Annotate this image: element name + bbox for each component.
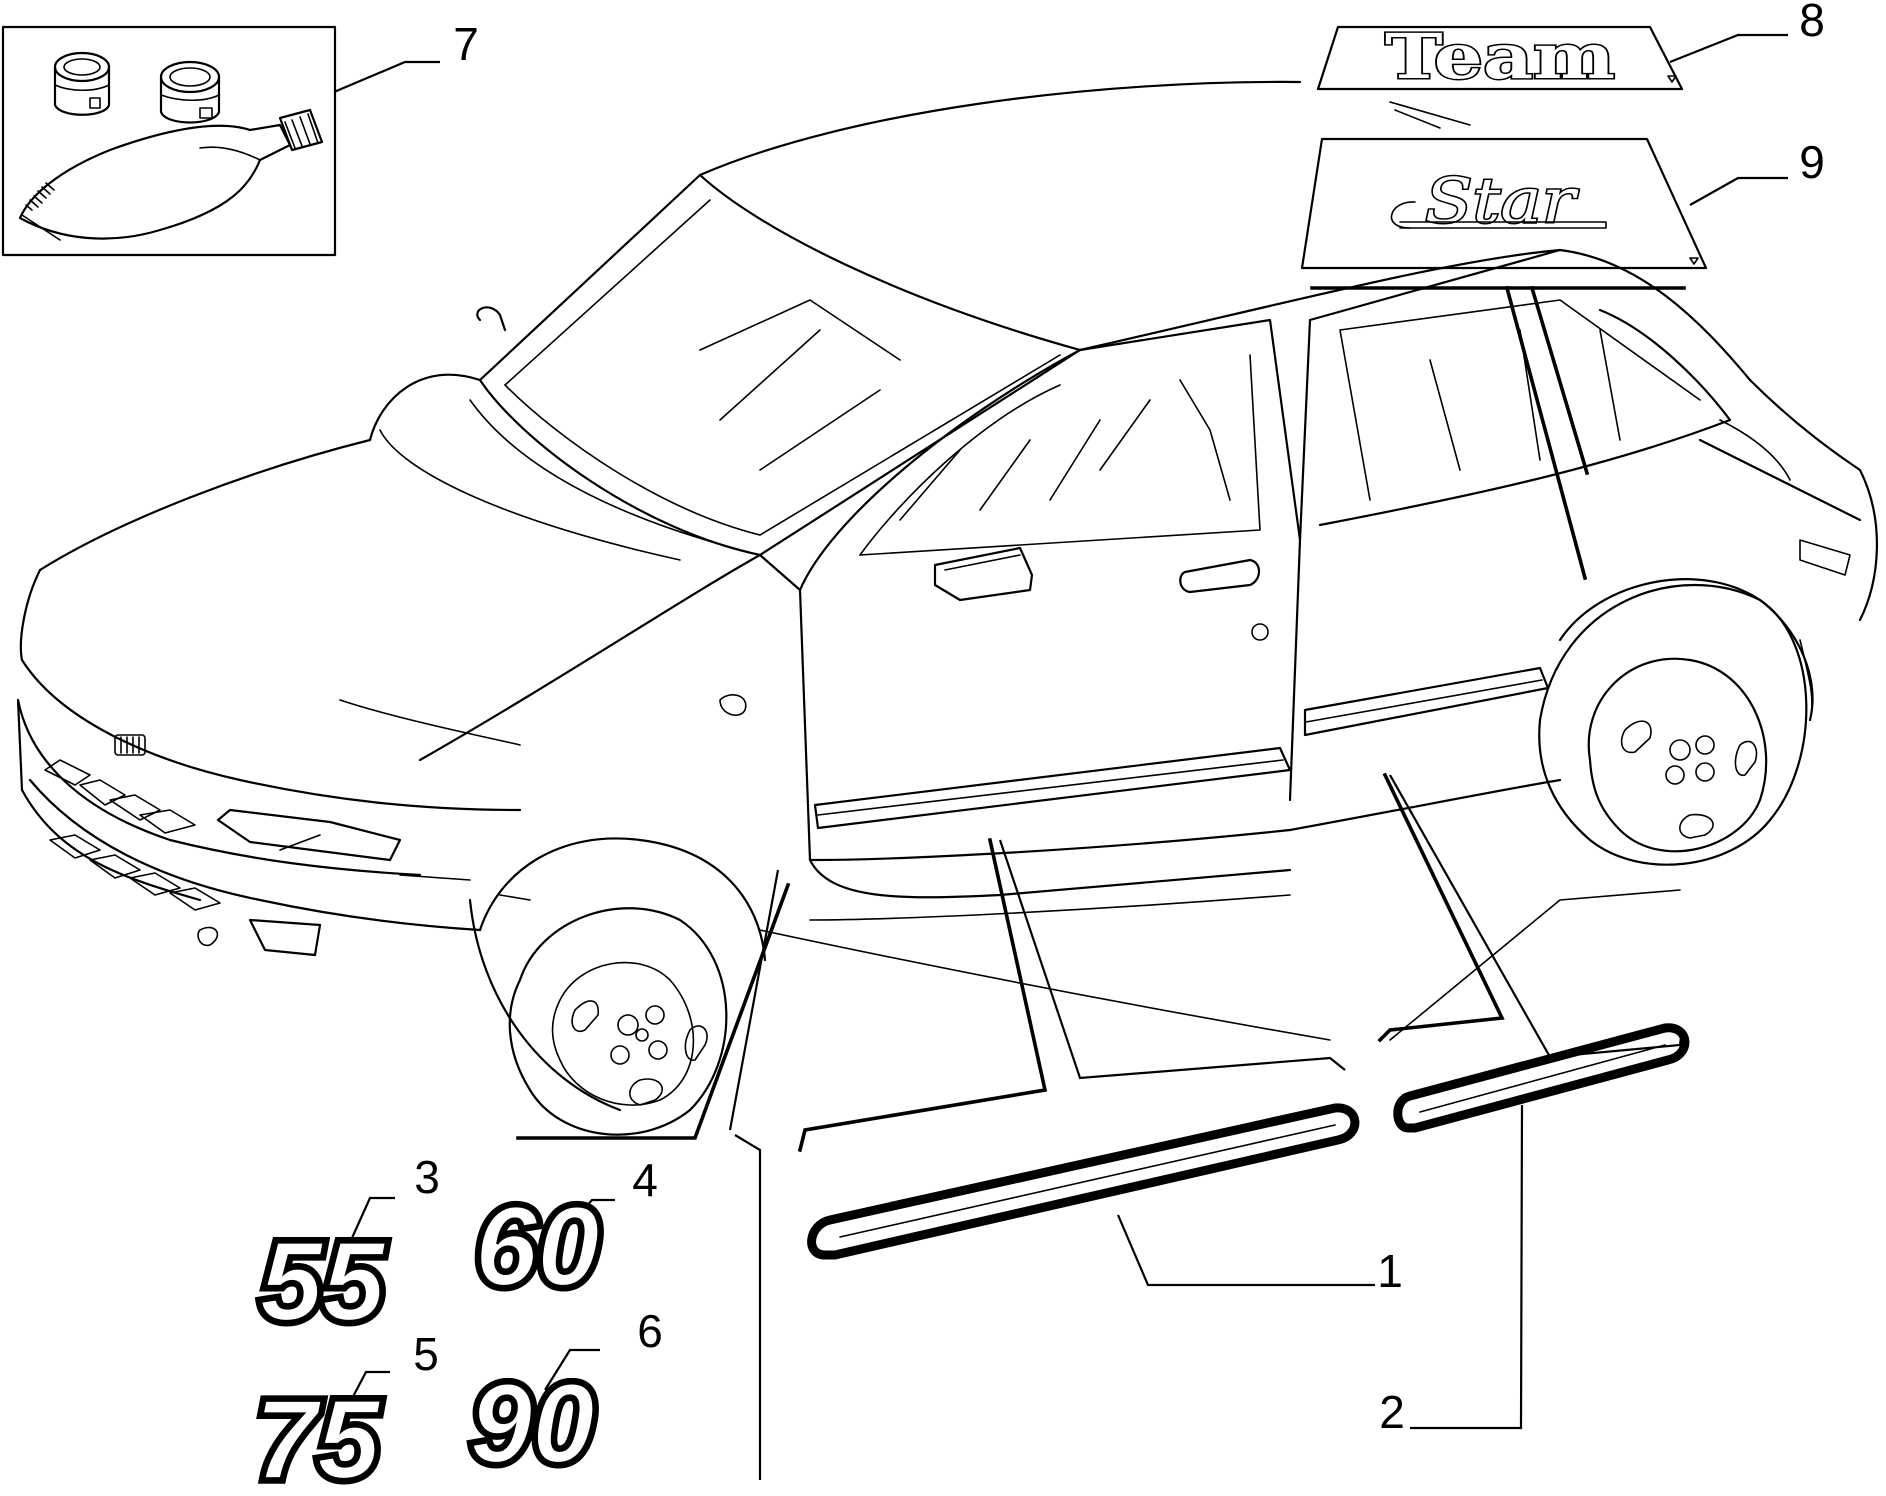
badge-75: 75 75 xyxy=(250,1372,387,1496)
svg-text:90: 90 xyxy=(470,1361,595,1486)
callout-numbers: 7 8 9 1 2 3 4 5 6 xyxy=(413,0,1825,1438)
team-decal: Team xyxy=(1316,19,1684,95)
callout-9: 9 xyxy=(1799,136,1825,188)
side-moulding-front xyxy=(807,1103,1360,1260)
svg-text:55: 55 xyxy=(260,1219,386,1344)
callout-3: 3 xyxy=(414,1151,440,1203)
callout-6: 6 xyxy=(637,1305,663,1357)
callout-7: 7 xyxy=(453,18,479,70)
leader-lines xyxy=(333,33,1788,1480)
star-decal-text: Star xyxy=(1425,164,1579,237)
svg-text:55: 55 xyxy=(260,1219,386,1344)
badge-60: 60 60 xyxy=(470,1179,606,1315)
svg-text:60: 60 xyxy=(475,1184,600,1309)
svg-text:75: 75 xyxy=(255,1377,381,1496)
svg-text:90: 90 xyxy=(470,1361,595,1486)
callout-8: 8 xyxy=(1799,0,1825,46)
badge-90: 90 90 xyxy=(465,1356,601,1492)
side-moulding-rear xyxy=(1393,1023,1690,1133)
callout-4: 4 xyxy=(632,1154,658,1206)
car-illustration xyxy=(16,80,1879,1136)
callout-5: 5 xyxy=(413,1328,439,1380)
star-decal: Star xyxy=(1300,137,1708,270)
repair-kit-box xyxy=(1,25,337,257)
svg-text:60: 60 xyxy=(475,1184,600,1309)
callout-2: 2 xyxy=(1379,1386,1405,1438)
svg-text:75: 75 xyxy=(255,1377,381,1496)
team-decal-text: Team xyxy=(1385,20,1615,93)
callout-1: 1 xyxy=(1377,1245,1403,1297)
badge-55: 55 55 xyxy=(255,1214,392,1350)
